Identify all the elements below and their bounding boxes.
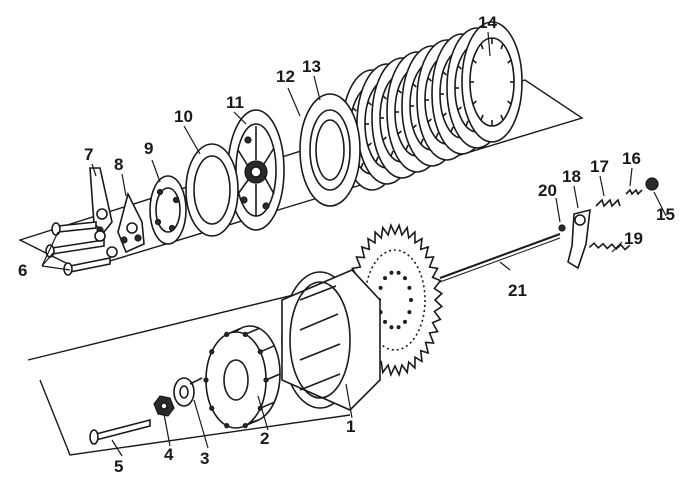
callout-14: 14 [478,13,497,32]
adjuster-spring-icon [595,198,621,208]
pressure-plate-icon [227,109,285,231]
callout-19: 20 [538,181,557,200]
callout-10: 10 [174,107,193,126]
clutch-plate-icon [299,93,361,207]
return-spring-icon [588,242,631,251]
callout-5: 5 [114,457,123,476]
callout-19b: 19 [624,229,643,248]
callout-15: 15 [656,205,675,224]
leader-lines [41,31,667,457]
callout-6: 6 [18,261,27,280]
spring-seat-plate-icon [149,175,187,245]
callout-2: 2 [260,429,269,448]
callout-11: 11 [226,93,244,112]
release-lever-icon [567,208,591,270]
cam-plate-icon [117,191,145,254]
friction-disc-icon [185,143,239,237]
callout-7: 7 [84,145,93,164]
callout-labels: 1 2 3 4 5 6 7 8 9 10 11 12 13 14 15 16 1… [18,13,675,476]
tab-washer-icon [173,377,203,407]
callout-4: 4 [164,445,174,464]
hub-nut-icon [153,395,175,417]
clutch-hub-icon [203,325,281,429]
long-bolt-icon [89,418,151,445]
screws-icon [45,221,118,276]
callout-16: 16 [622,149,641,168]
callout-1: 1 [346,417,355,436]
cap-nut-icon [645,177,659,191]
callout-3: 3 [200,449,209,468]
callout-18: 18 [562,167,581,186]
callout-13: 13 [302,57,321,76]
callout-12: 12 [276,67,295,86]
clutch-plate-stack-icon [341,21,523,191]
callout-8: 8 [114,155,123,174]
clutch-outer-basket-icon [281,269,381,411]
push-rod-icon [439,233,561,283]
ball-icon [558,224,566,232]
small-spring-icon [625,188,643,196]
callout-9: 9 [144,139,153,158]
callout-21: 21 [508,281,527,300]
callout-17: 17 [590,157,609,176]
